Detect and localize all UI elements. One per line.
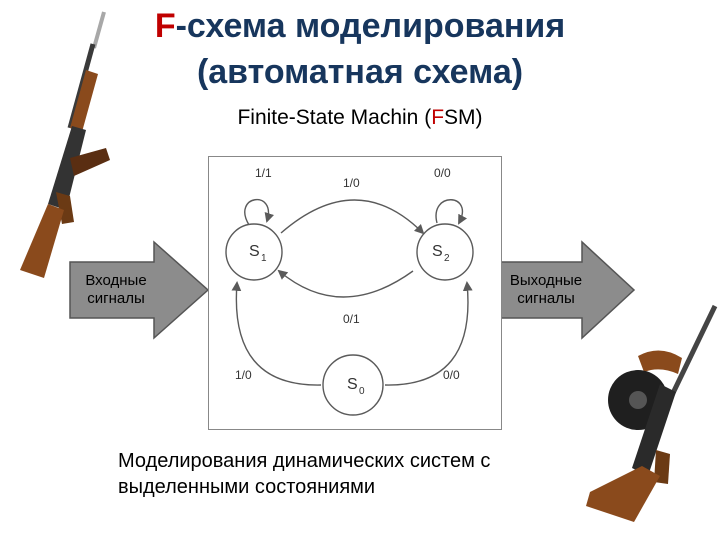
state-s2-subscript: 2 bbox=[444, 253, 450, 264]
subtitle: Finite-State Machin (FSM) bbox=[0, 106, 720, 130]
rifle-illustration bbox=[20, 11, 110, 278]
input-arrow-label: Входные сигналы bbox=[72, 272, 160, 308]
output-arrow-label: Выходные сигналы bbox=[504, 272, 588, 308]
state-s0-subscript: 0 bbox=[359, 386, 365, 397]
output-arrow-label-line-1: Выходные bbox=[509, 272, 583, 289]
title-line-1-text: -схема моделирования bbox=[175, 7, 566, 45]
input-arrow-label-line-2: сигналы bbox=[87, 290, 145, 307]
input-arrow-shape bbox=[69, 240, 210, 340]
transition-s2-to-s1 bbox=[277, 269, 414, 298]
label-s1-to-s2: 1/0 bbox=[343, 176, 360, 190]
label-s0-to-s2: 0/0 bbox=[443, 368, 460, 382]
transition-s1-to-s2 bbox=[280, 199, 425, 235]
transition-s2-loop bbox=[435, 199, 468, 225]
state-s0-label: S bbox=[347, 376, 358, 393]
subtitle-part-1: Finite-State Machin ( bbox=[237, 106, 432, 129]
label-s2-loop: 0/0 bbox=[434, 166, 451, 180]
state-s2: S 2 bbox=[416, 223, 474, 281]
label-s2-to-s1: 0/1 bbox=[343, 312, 360, 326]
transition-s0-to-s2 bbox=[384, 281, 473, 386]
caption-line-2: выделенными состояниями bbox=[118, 476, 376, 498]
transition-s0-to-s1 bbox=[231, 281, 322, 386]
rifle-handguard bbox=[70, 70, 98, 132]
input-signals-arrow: Входные сигналы bbox=[68, 240, 210, 340]
label-s0-to-s1: 1/0 bbox=[235, 368, 252, 382]
caption-line-1: Моделирования динамических систем с bbox=[118, 450, 491, 472]
output-arrow-shape bbox=[499, 240, 636, 340]
caption: Моделирования динамических систем с выде… bbox=[118, 448, 490, 500]
rifle-bayonet bbox=[92, 11, 106, 49]
label-s1-loop: 1/1 bbox=[255, 166, 272, 180]
rifle-barrel bbox=[67, 43, 96, 129]
state-s0: S 0 bbox=[322, 354, 384, 416]
title-accent-letter: F bbox=[154, 7, 176, 45]
gun-foregrip bbox=[638, 350, 682, 374]
gun-receiver bbox=[632, 384, 676, 476]
gun-stock bbox=[586, 466, 660, 522]
subtitle-part-2: SM) bbox=[444, 106, 483, 129]
rifle-receiver bbox=[48, 126, 86, 210]
title-line-1: F-схема моделирования bbox=[0, 6, 720, 46]
title-line-2: (автоматная схема) bbox=[196, 53, 524, 91]
fsm-diagram-svg: S 1 S 2 S 0 1/1 0/0 1/0 0/1 1/0 0/0 bbox=[225, 166, 474, 416]
state-s1: S 1 bbox=[225, 223, 283, 281]
state-s2-label: S bbox=[432, 243, 443, 260]
rifle-magazine bbox=[70, 148, 110, 176]
transition-s1-loop bbox=[244, 198, 275, 226]
rifle-stock bbox=[20, 204, 64, 278]
tommy-gun-illustration bbox=[586, 304, 718, 522]
input-arrow-label-line-1: Входные bbox=[85, 272, 147, 289]
subtitle-accent-letter: F bbox=[431, 106, 445, 129]
state-s1-subscript: 1 bbox=[261, 253, 267, 264]
output-arrow-label-line-2: сигналы bbox=[517, 290, 575, 307]
fsm-diagram: S 1 S 2 S 0 1/1 0/0 1/0 0/1 1/0 0/0 bbox=[208, 156, 502, 430]
state-s1-label: S bbox=[249, 243, 260, 260]
output-signals-arrow: Выходные сигналы bbox=[498, 240, 636, 340]
